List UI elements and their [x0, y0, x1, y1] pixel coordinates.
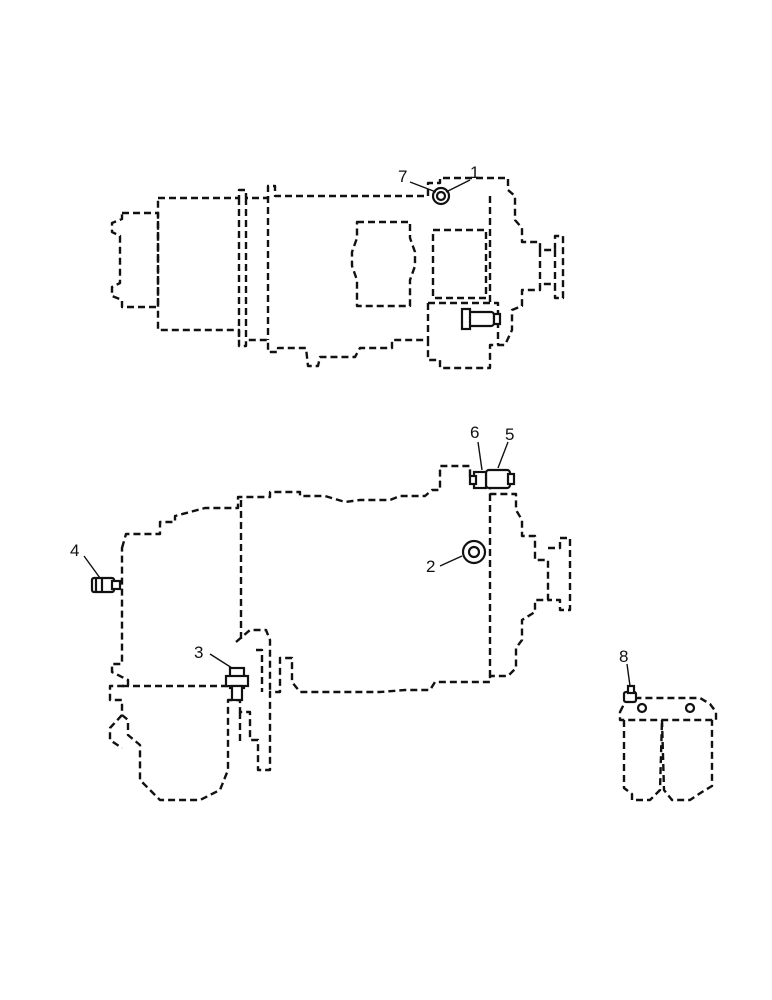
callout-7: 7	[398, 167, 407, 186]
top-side-panel	[431, 228, 488, 300]
top-valve-body	[426, 301, 500, 345]
part-5-switch	[484, 468, 516, 490]
leader-lines	[83, 179, 631, 687]
leader-6	[477, 441, 483, 471]
part-2-plug	[461, 539, 487, 565]
top-left-yoke	[110, 211, 160, 309]
callout-2: 2	[426, 557, 435, 576]
callout-6: 6	[470, 423, 479, 442]
leader-8	[626, 663, 631, 687]
side-main-housing	[108, 464, 550, 802]
callout-5: 5	[505, 425, 514, 444]
top-right-yoke	[538, 250, 557, 284]
filter-port-left	[636, 702, 648, 714]
filter-port-right	[684, 702, 696, 714]
filter-assembly	[618, 684, 718, 802]
leader-4	[83, 555, 101, 579]
callout-1: 1	[470, 163, 479, 182]
top-inspection-cover	[350, 220, 417, 308]
leader-1	[445, 179, 471, 193]
side-right-yoke	[548, 536, 572, 612]
part-3-fitting	[224, 666, 250, 702]
leader-3	[209, 653, 233, 669]
leader-2	[439, 555, 463, 567]
top-main-housing	[156, 176, 565, 370]
part-1-plug	[431, 186, 451, 206]
part-8-sensor	[622, 684, 638, 704]
part-6-adapter	[468, 470, 488, 490]
filter-canister-right	[660, 719, 714, 802]
side-bellhousing-lower	[108, 714, 123, 749]
valve-fitting-top	[460, 307, 502, 331]
leader-5	[497, 441, 509, 469]
side-pump-housing	[235, 628, 272, 692]
callout-3: 3	[194, 643, 203, 662]
transmission-side-view	[90, 464, 572, 802]
filter-canister-left	[622, 719, 664, 802]
callout-8: 8	[619, 647, 628, 666]
callouts: 1 7 6 5 4 2 3 8	[70, 163, 628, 666]
side-pump-tube	[238, 648, 264, 745]
part-4-connector	[90, 576, 122, 594]
transmission-top-view	[110, 176, 565, 370]
leader-7	[409, 181, 437, 193]
callout-4: 4	[70, 541, 79, 560]
